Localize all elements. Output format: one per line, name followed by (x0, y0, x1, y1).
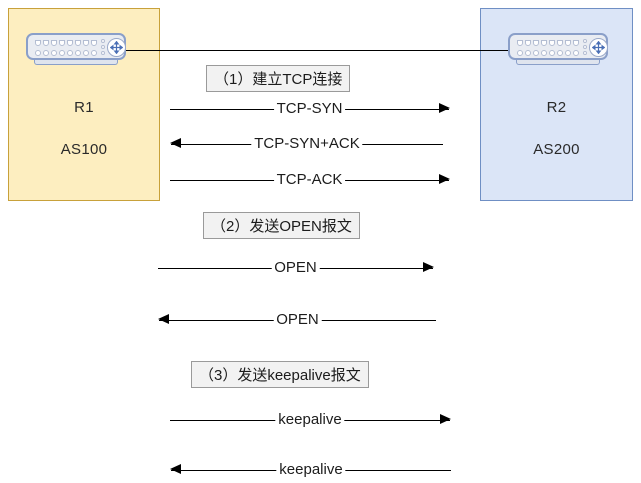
router-port (83, 50, 89, 56)
router-port (549, 50, 555, 56)
router-port (517, 40, 523, 46)
router-port-row-bottom (517, 50, 579, 56)
router-port (541, 40, 547, 46)
router-port (573, 50, 579, 56)
router-port (91, 40, 97, 46)
step-label-2: （2）发送OPEN报文 (203, 212, 360, 239)
router-status-dot (583, 45, 587, 49)
router-port (573, 40, 579, 46)
router-icon-r2[interactable] (508, 33, 612, 67)
router-status-dots (583, 39, 587, 55)
router-port (541, 50, 547, 56)
router-port (557, 40, 563, 46)
router-port (565, 50, 571, 56)
router-base (516, 60, 600, 65)
router-port (533, 50, 539, 56)
router-icon-r1[interactable] (26, 33, 130, 67)
router-port (67, 40, 73, 46)
router-port (549, 40, 555, 46)
router-chassis (26, 33, 126, 60)
router-port (83, 40, 89, 46)
router-port (565, 40, 571, 46)
router-port-row-bottom (35, 50, 97, 56)
step-label-3: （3）发送keepalive报文 (191, 361, 369, 388)
message-arrow-tcp-ack: TCP-ACK (170, 169, 450, 191)
arrow-head-left-icon (170, 464, 181, 474)
router-port (533, 40, 539, 46)
arrow-head-right-icon (439, 174, 450, 184)
message-label: keepalive (275, 409, 345, 431)
message-label: TCP-ACK (273, 169, 346, 191)
router-status-dot (583, 39, 587, 43)
router-chassis (508, 33, 608, 60)
arrow-head-right-icon (439, 103, 450, 113)
as-label-as200: AS200 (533, 141, 580, 158)
step-label-1: （1）建立TCP连接 (206, 65, 351, 92)
message-arrow-tcp-syn: TCP-SYN (170, 98, 450, 120)
router-base (34, 60, 118, 65)
router-move-handle-icon (107, 38, 126, 57)
router-port (91, 50, 97, 56)
router-status-dot (583, 51, 587, 55)
router-port (59, 40, 65, 46)
message-arrow-open-in: OPEN (158, 309, 436, 331)
message-arrow-open-out: OPEN (158, 257, 434, 279)
router-port (67, 50, 73, 56)
router-port (43, 50, 49, 56)
router-port (517, 50, 523, 56)
arrow-head-right-icon (440, 414, 451, 424)
router-status-dots (101, 39, 105, 55)
message-label: keepalive (276, 459, 346, 481)
router-port-row-top (35, 40, 97, 46)
message-label: TCP-SYN+ACK (251, 133, 363, 155)
message-arrow-tcp-syn-ack: TCP-SYN+ACK (170, 133, 443, 155)
message-label: OPEN (273, 309, 322, 331)
router-status-dot (101, 51, 105, 55)
router-port (51, 40, 57, 46)
router-port (35, 50, 41, 56)
physical-link (124, 50, 510, 51)
router-port (525, 40, 531, 46)
router-port (75, 50, 81, 56)
arrow-head-left-icon (170, 138, 181, 148)
router-port (35, 40, 41, 46)
router-status-dot (101, 45, 105, 49)
arrow-head-right-icon (423, 262, 434, 272)
router-port (525, 50, 531, 56)
router-port (51, 50, 57, 56)
router-label-r2: R2 (546, 99, 567, 116)
message-arrow-keepalive-out: keepalive (170, 409, 451, 431)
router-port (43, 40, 49, 46)
router-label-r1: R1 (74, 99, 94, 116)
message-arrow-keepalive-in: keepalive (170, 459, 451, 481)
as-label-as100: AS100 (60, 141, 108, 158)
router-move-handle-icon (589, 38, 608, 57)
router-port (59, 50, 65, 56)
message-label: OPEN (271, 257, 320, 279)
router-port-row-top (517, 40, 579, 46)
router-port (557, 50, 563, 56)
router-port (75, 40, 81, 46)
arrow-head-left-icon (158, 314, 169, 324)
router-status-dot (101, 39, 105, 43)
message-label: TCP-SYN (273, 98, 346, 120)
